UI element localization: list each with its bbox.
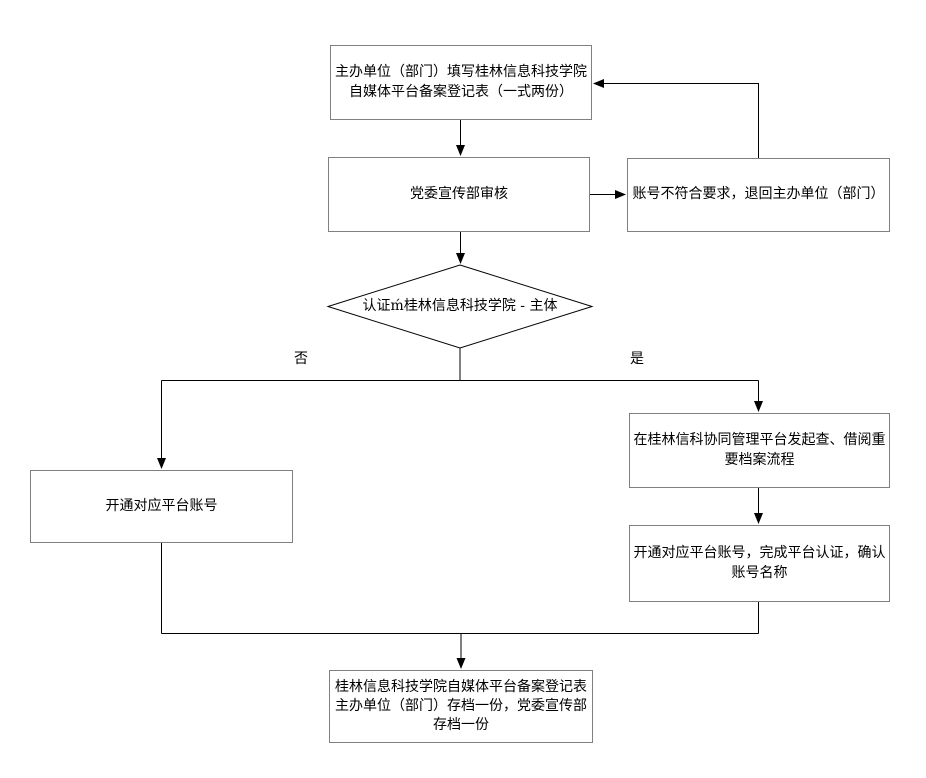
node-reject: 账号不符合要求，退回主办单位（部门） — [627, 158, 890, 232]
connector-reject-to-form — [593, 79, 759, 158]
node-open-account-yes: 开通对应平台账号，完成平台认证，确认 账号名称 — [629, 525, 890, 602]
node-archive-process: 在桂林信科协同管理平台发起查、借阅重 要档案流程 — [629, 413, 890, 488]
edge-label-yes: 是 — [630, 350, 644, 367]
decision-diamond-shape — [326, 264, 594, 349]
node-final-archive: 桂林信息科技学院自媒体平台备案登记表 主办单位（部门）存档一份，党委宣传部 存档… — [329, 670, 593, 743]
node-fill-form: 主办单位（部门）填写桂林信息科技学院 自媒体平台备案登记表（一式两份） — [330, 45, 592, 120]
edge-label-no: 否 — [294, 350, 308, 367]
node-review: 党委宣传部审核 — [328, 157, 590, 232]
node-decision-label: 认证ḿ桂林信息科技学院 - 主体 — [362, 298, 558, 315]
node-open-account-no: 开通对应平台账号 — [30, 470, 293, 543]
